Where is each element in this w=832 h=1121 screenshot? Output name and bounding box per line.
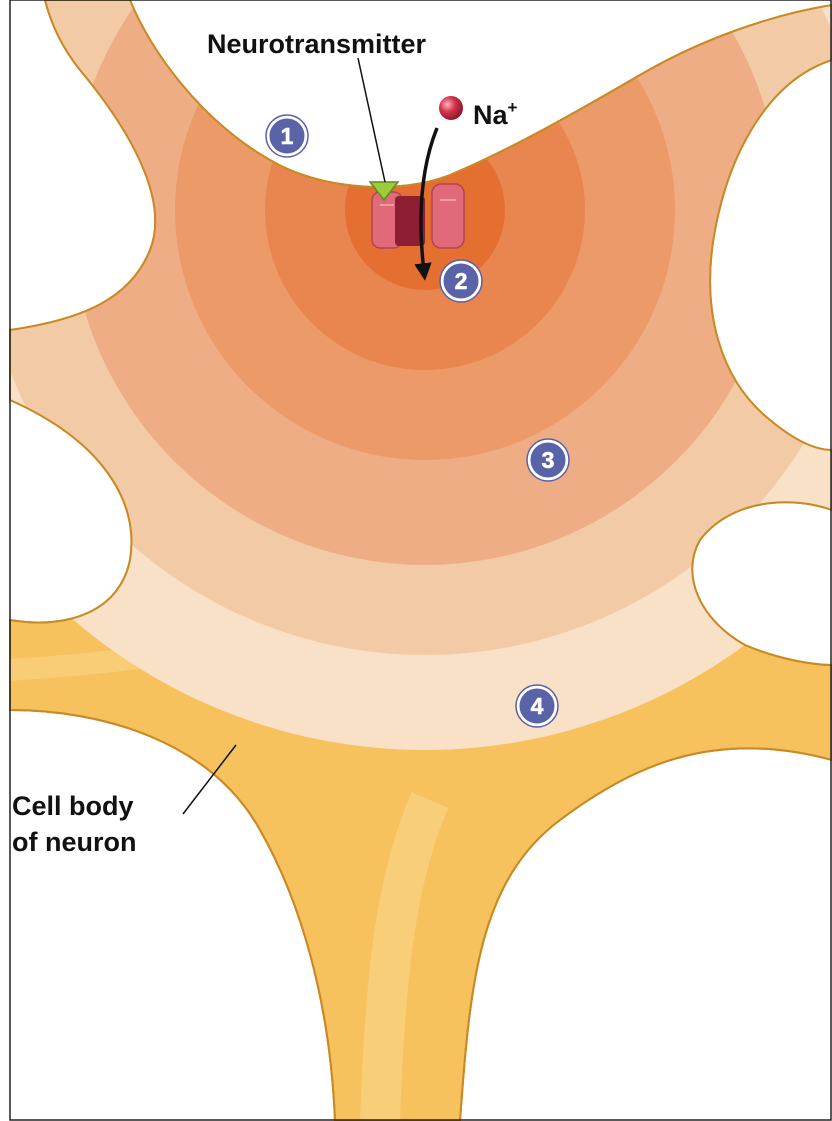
step-badge-4: 4 — [516, 685, 558, 727]
sodium-ion-label: Na+ — [473, 98, 518, 130]
step-number: 2 — [455, 268, 468, 294]
sodium-ion-icon — [439, 96, 463, 120]
step-badge-3: 3 — [527, 439, 569, 481]
cell-body-label-line2: of neuron — [12, 827, 136, 857]
step-number: 4 — [531, 693, 544, 719]
sodium-ion-charge: + — [508, 98, 518, 117]
step-number: 1 — [281, 123, 294, 149]
cell-body-label-line1: Cell body — [12, 791, 134, 821]
sodium-ion-symbol: Na — [473, 100, 508, 130]
neurotransmitter-pointer-line — [358, 58, 385, 182]
neurotransmitter-label: Neurotransmitter — [207, 29, 427, 59]
step-number: 3 — [542, 447, 555, 473]
step-badge-2: 2 — [440, 260, 482, 302]
step-badge-1: 1 — [266, 115, 308, 157]
